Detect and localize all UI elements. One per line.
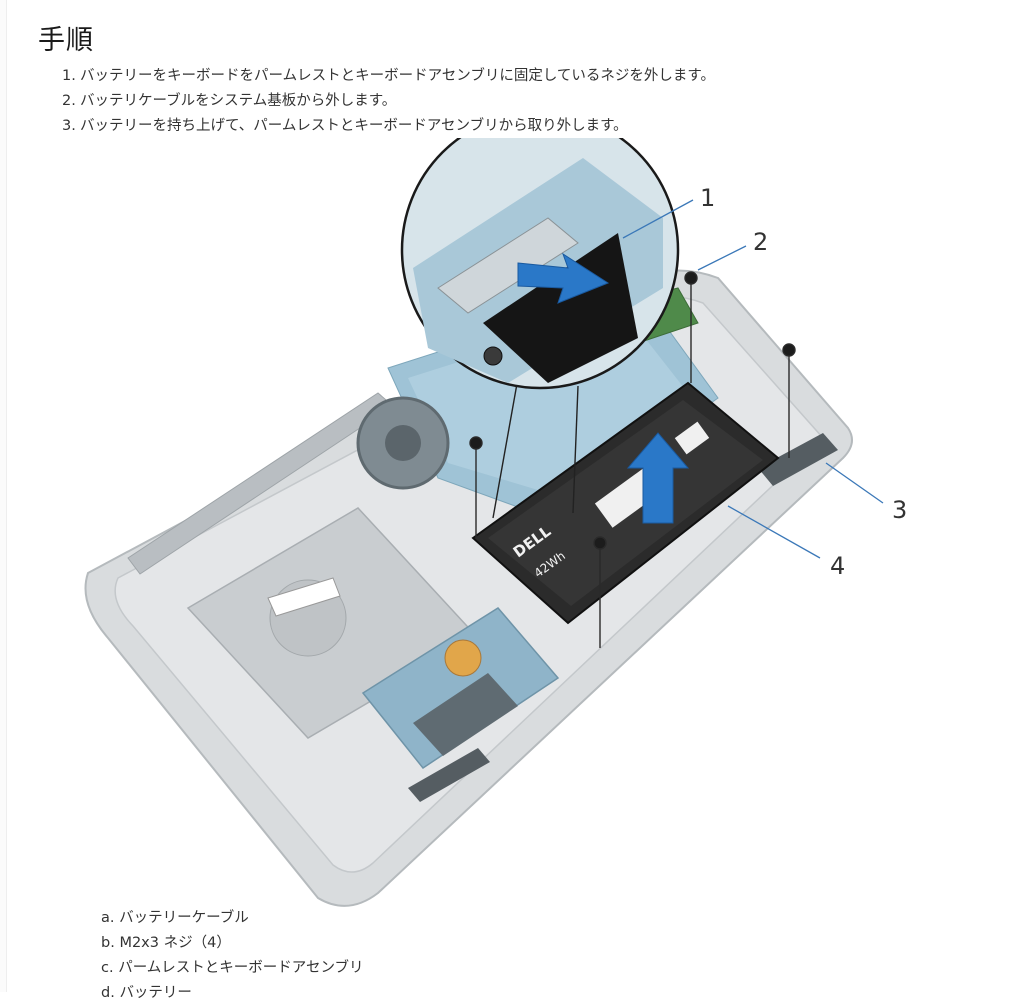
figure-legend: a. バッテリーケーブル b. M2x3 ネジ（4） c. パームレストとキーボ…	[101, 906, 364, 1006]
battery: DELL 42Wh	[471, 381, 780, 625]
callout-2: 2	[753, 228, 768, 256]
step-text: バッテリーをキーボードをパームレストとキーボードアセンブリに固定しているネジを外…	[80, 68, 715, 84]
step-item: 1.バッテリーをキーボードをパームレストとキーボードアセンブリに固定しているネジ…	[62, 64, 715, 89]
legend-text: M2x3 ネジ（4）	[119, 935, 231, 951]
legend-key: c.	[101, 960, 114, 976]
step-number: 1.	[62, 68, 76, 84]
callout-1: 1	[700, 184, 715, 212]
callouts: 1 2 3 4	[622, 184, 907, 580]
legend-key: d.	[101, 985, 115, 1001]
lift-arrow	[626, 432, 690, 524]
callout-4: 4	[830, 552, 845, 580]
legend-text: パームレストとキーボードアセンブリ	[118, 960, 364, 976]
step-text: バッテリーを持ち上げて、パームレストとキーボードアセンブリから取り外します。	[80, 118, 628, 134]
procedure-steps: 1.バッテリーをキーボードをパームレストとキーボードアセンブリに固定しているネジ…	[62, 64, 715, 139]
step-text: バッテリケーブルをシステム基板から外します。	[80, 93, 397, 109]
legend-text: バッテリー	[119, 985, 192, 1001]
legend-key: b.	[101, 935, 115, 951]
legend-item: c. パームレストとキーボードアセンブリ	[101, 956, 364, 981]
legend-item: a. バッテリーケーブル	[101, 906, 364, 931]
legend-text: バッテリーケーブル	[119, 910, 249, 926]
page-left-edge	[0, 0, 7, 992]
step-number: 2.	[62, 93, 76, 109]
step-number: 3.	[62, 118, 76, 134]
legend-item: d. バッテリー	[101, 981, 364, 1006]
screws	[469, 271, 796, 648]
legend-key: a.	[101, 910, 115, 926]
callout-3: 3	[892, 496, 907, 524]
legend-item: b. M2x3 ネジ（4）	[101, 931, 364, 956]
page-title: 手順	[38, 25, 94, 56]
step-item: 2.バッテリケーブルをシステム基板から外します。	[62, 89, 715, 114]
cable-detail-inset	[400, 138, 680, 519]
battery-removal-illustration: DELL 42Wh 1 2 3 4	[84, 138, 907, 907]
step-item: 3.バッテリーを持ち上げて、パームレストとキーボードアセンブリから取り外します。	[62, 114, 715, 139]
